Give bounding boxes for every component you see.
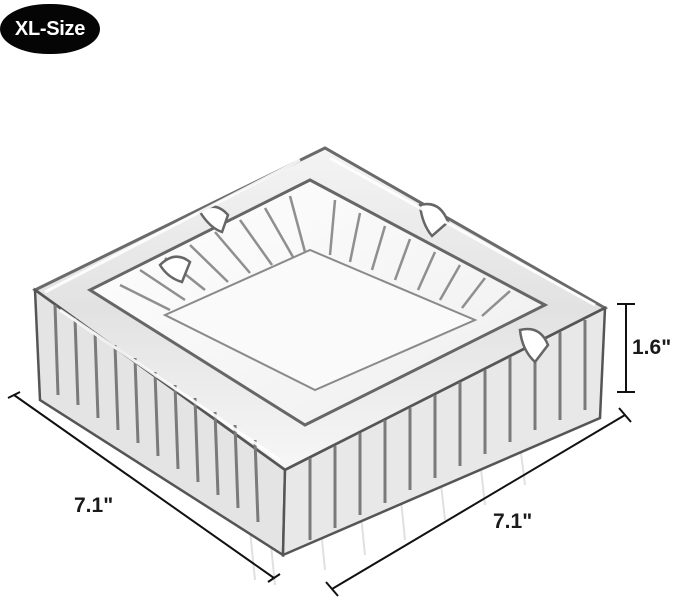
width-label-left: 7.1" [74,494,114,517]
ashtray-bowl [86,178,549,427]
width-label-right: 7.1" [493,510,533,533]
left-width-dimension-line [7,391,281,583]
right-width-dimension-line [325,407,632,597]
cigarette-rest-notches [158,202,550,364]
height-dimension-bracket [617,303,635,393]
size-badge: XL-Size [0,4,100,54]
height-label: 1.6" [632,336,672,359]
